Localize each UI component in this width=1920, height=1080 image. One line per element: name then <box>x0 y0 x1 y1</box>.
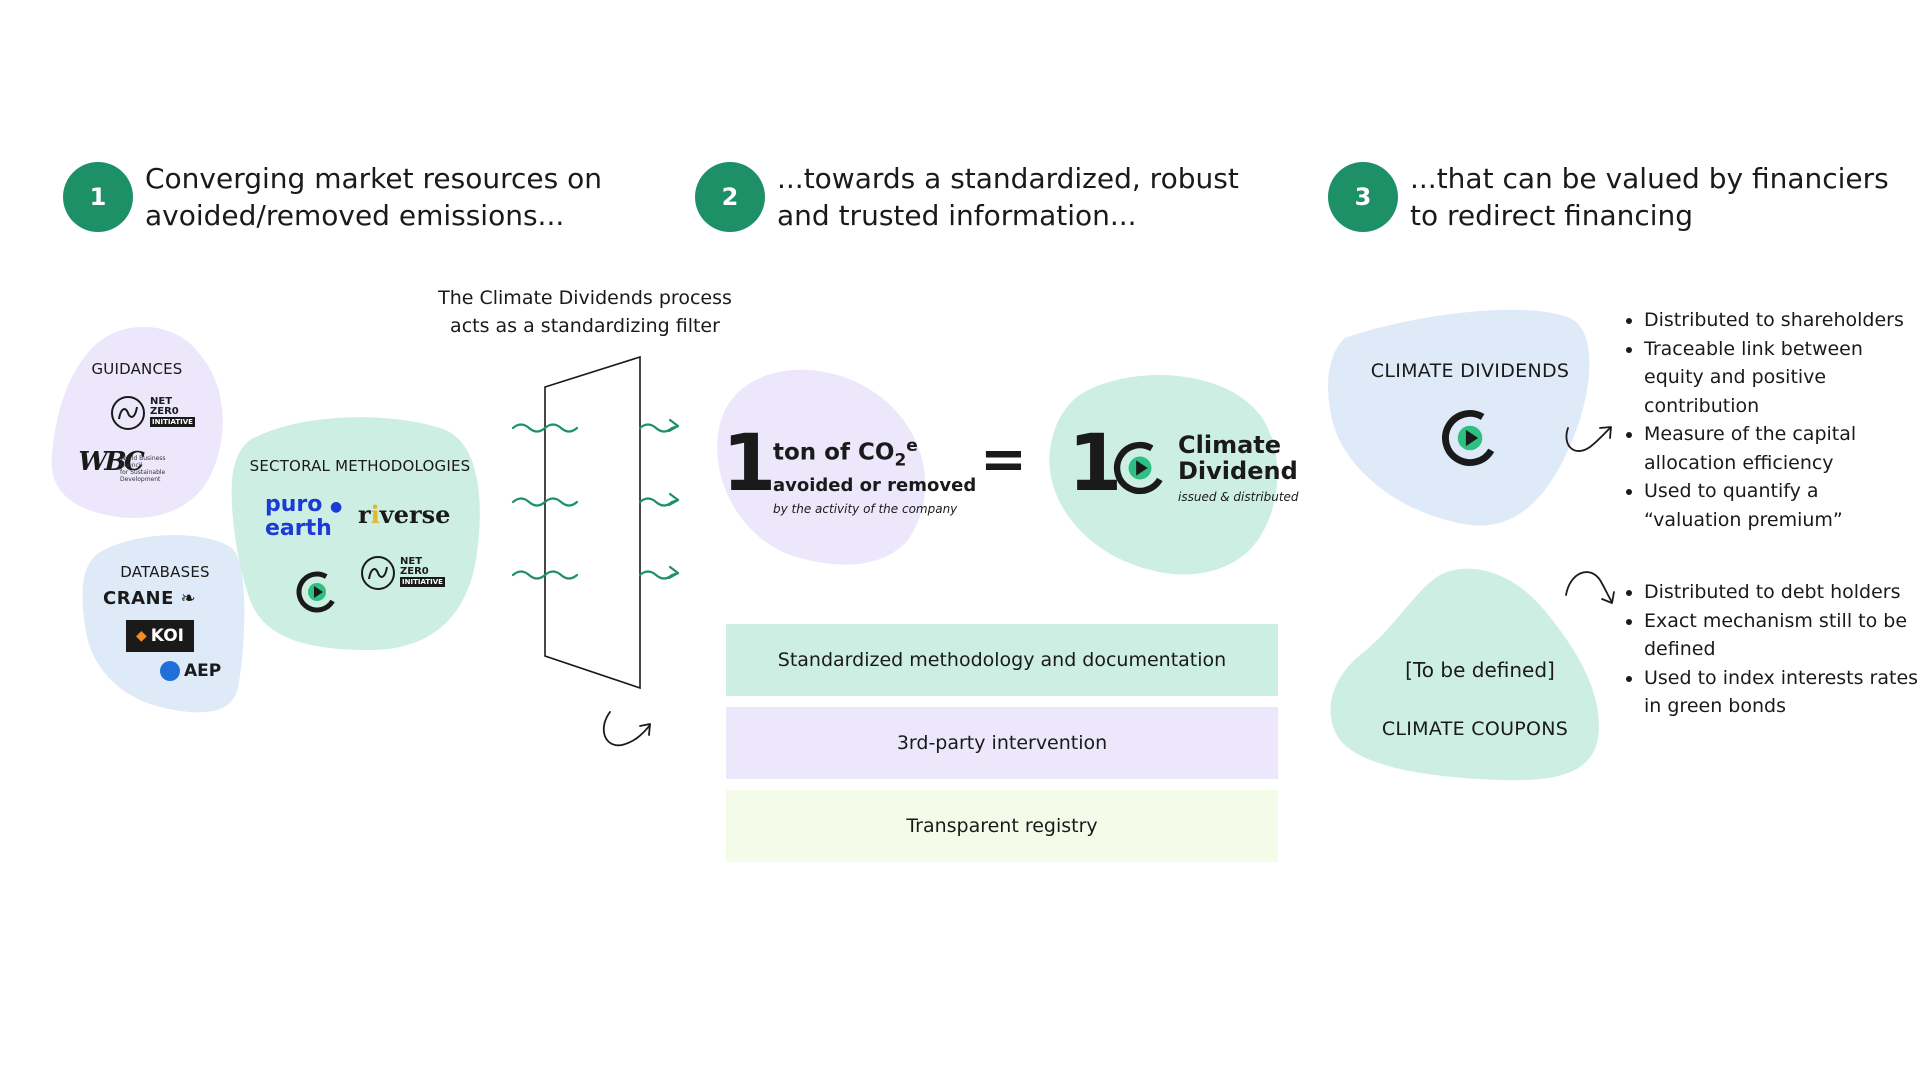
sectoral-methodologies-label: SECTORAL METHODOLOGIES <box>249 457 471 475</box>
aep-logo: AEP <box>160 661 221 681</box>
bullet-item: Exact mechanism still to be defined <box>1644 607 1920 664</box>
step-2-badge: 2 <box>695 162 765 232</box>
equation-number-1: 1 <box>722 419 777 509</box>
koi-fish-icon: ◆ <box>136 628 147 644</box>
climate-coupons-blob <box>1330 568 1599 781</box>
bullet-item: Measure of the capital allocation effici… <box>1644 420 1920 477</box>
bullet-item: Distributed to shareholders <box>1644 306 1920 335</box>
output-arrows <box>638 418 680 580</box>
aep-leaf-icon <box>160 661 180 681</box>
step-1-title: Converging market resources on avoided/r… <box>145 162 602 232</box>
climate-dividend-text: Climate Dividend issued & distributed <box>1178 431 1299 504</box>
bullet-item: Used to index interests rates in green b… <box>1644 664 1920 721</box>
net-zero-icon <box>361 556 395 590</box>
input-waves <box>511 423 579 580</box>
step-1-badge: 1 <box>63 162 133 232</box>
step-3-title: ...that can be valued by financiers to r… <box>1410 162 1889 232</box>
net-zero-initiative-logo-2: NET ZER0 INITIATIVE <box>360 555 460 595</box>
climate-dividends-icon <box>1442 410 1498 466</box>
bullet-item: Traceable link between equity and positi… <box>1644 335 1920 421</box>
sectoral-blob <box>231 417 480 650</box>
step-3-badge: 3 <box>1328 162 1398 232</box>
to-be-defined-note: [To be defined] <box>1405 658 1555 682</box>
koi-logo: ◆KOI <box>126 620 194 652</box>
bullet-item: Used to quantify a “valuation premium” <box>1644 477 1920 534</box>
climate-dividend-icon <box>1113 441 1167 495</box>
wbcsd-logo: WBC World Business Council for Sustainab… <box>74 447 166 483</box>
climate-dividends-logo-icon <box>296 571 338 613</box>
net-zero-initiative-logo: NET ZER0 INITIATIVE <box>110 395 210 435</box>
guidances-label: GUIDANCES <box>91 360 183 378</box>
databases-label: DATABASES <box>120 563 210 581</box>
climate-dividends-bullets: Distributed to shareholders Traceable li… <box>1620 306 1920 534</box>
puro-earth-logo: puro ● earth <box>265 492 343 541</box>
bar-third-party-intervention: 3rd-party intervention <box>726 707 1278 779</box>
bullet-item: Distributed to debt holders <box>1644 578 1920 607</box>
standardizing-filter-panel <box>544 355 641 690</box>
bar-standardized-methodology: Standardized methodology and documentati… <box>726 624 1278 696</box>
crane-bird-icon: ❧ <box>180 588 197 609</box>
curved-arrows <box>602 426 1615 746</box>
equation-number-2: 1 <box>1068 419 1123 509</box>
ton-blob <box>717 369 926 565</box>
ton-co2e-text: ton of CO2e avoided or removed by the ac… <box>773 436 977 517</box>
climate-dividends-label: CLIMATE DIVIDENDS <box>1370 360 1570 382</box>
bar-transparent-registry: Transparent registry <box>726 790 1278 862</box>
guidances-blob <box>51 326 223 519</box>
riverse-logo: riverse <box>358 500 451 529</box>
net-zero-icon <box>111 396 145 430</box>
dividend-blob <box>1049 375 1278 575</box>
crane-logo: CRANE ❧ <box>103 588 197 609</box>
equals-sign: = <box>980 427 1027 492</box>
climate-coupons-bullets: Distributed to debt holders Exact mechan… <box>1620 578 1920 721</box>
climate-coupons-label: CLIMATE COUPONS <box>1381 718 1569 740</box>
filter-caption: The Climate Dividends process acts as a … <box>438 287 732 337</box>
step-2-title: ...towards a standardized, robust and tr… <box>777 162 1239 232</box>
